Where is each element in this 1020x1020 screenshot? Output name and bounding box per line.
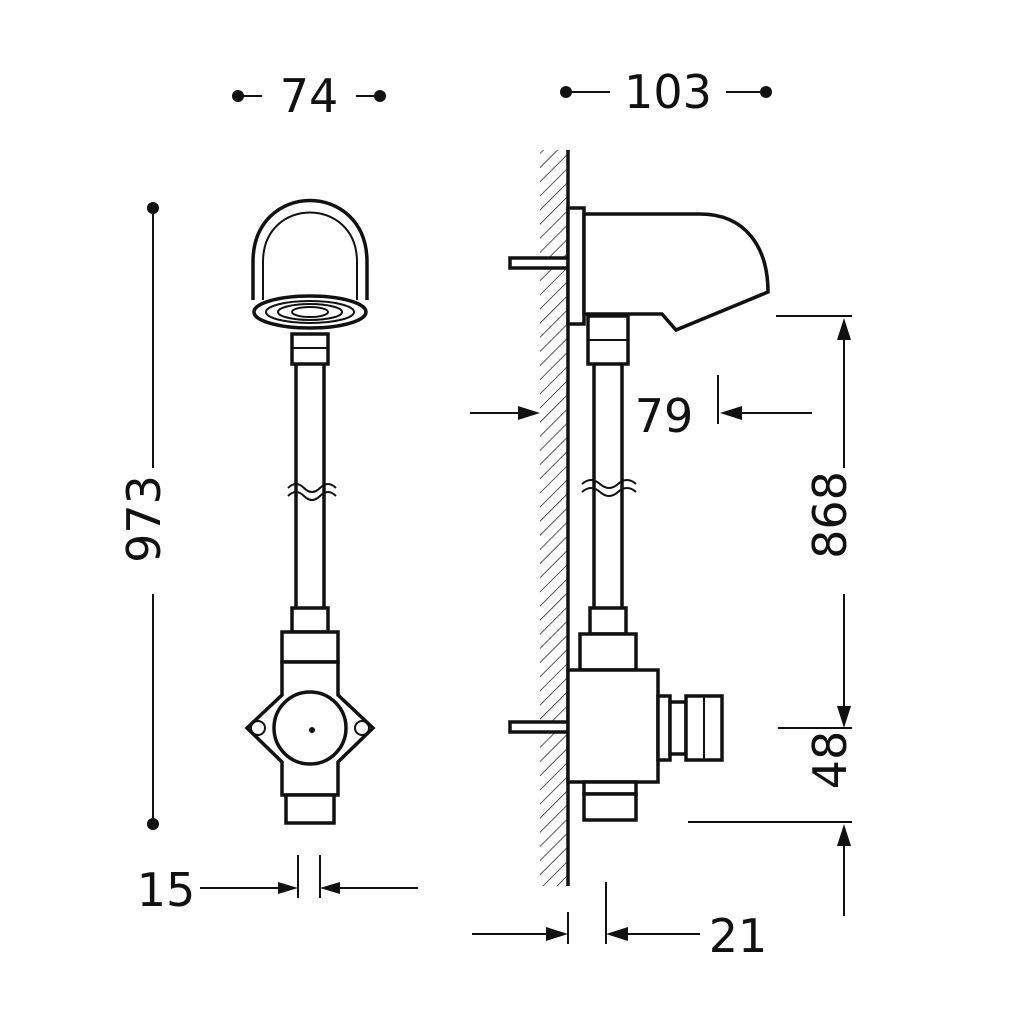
- dim-label-48: 48: [803, 731, 857, 790]
- pipe-front: [287, 364, 337, 610]
- dimension-valve-offset: 48: [688, 731, 857, 916]
- dimension-wall-gap: 21: [472, 882, 767, 963]
- dim-label-74: 74: [280, 69, 339, 123]
- dim-label-868: 868: [803, 471, 857, 559]
- dimension-side-depth: 103: [560, 65, 772, 119]
- pipe-side: [581, 364, 637, 610]
- anchor-pin-top: [508, 256, 570, 270]
- anchor-pin-bottom: [508, 720, 570, 734]
- shower-head-side: [566, 206, 770, 333]
- dimension-head-height: 868: [776, 315, 857, 729]
- dimension-total-height: 973: [117, 202, 171, 830]
- dim-label-103: 103: [624, 65, 712, 119]
- dimension-front-pipe: 15: [137, 855, 418, 917]
- side-view: 103 79: [470, 65, 857, 963]
- shower-head-front: [251, 198, 369, 330]
- dim-label-973: 973: [117, 475, 171, 563]
- dim-label-21: 21: [709, 909, 768, 963]
- dim-label-15: 15: [137, 863, 196, 917]
- valve-body-side: [566, 606, 724, 822]
- dimension-front-width: 74: [232, 69, 386, 123]
- valve-body-front: [244, 606, 376, 825]
- dim-label-79: 79: [635, 389, 694, 443]
- dimension-wall-offset: 79: [470, 375, 812, 443]
- front-view: 74 973: [117, 69, 418, 917]
